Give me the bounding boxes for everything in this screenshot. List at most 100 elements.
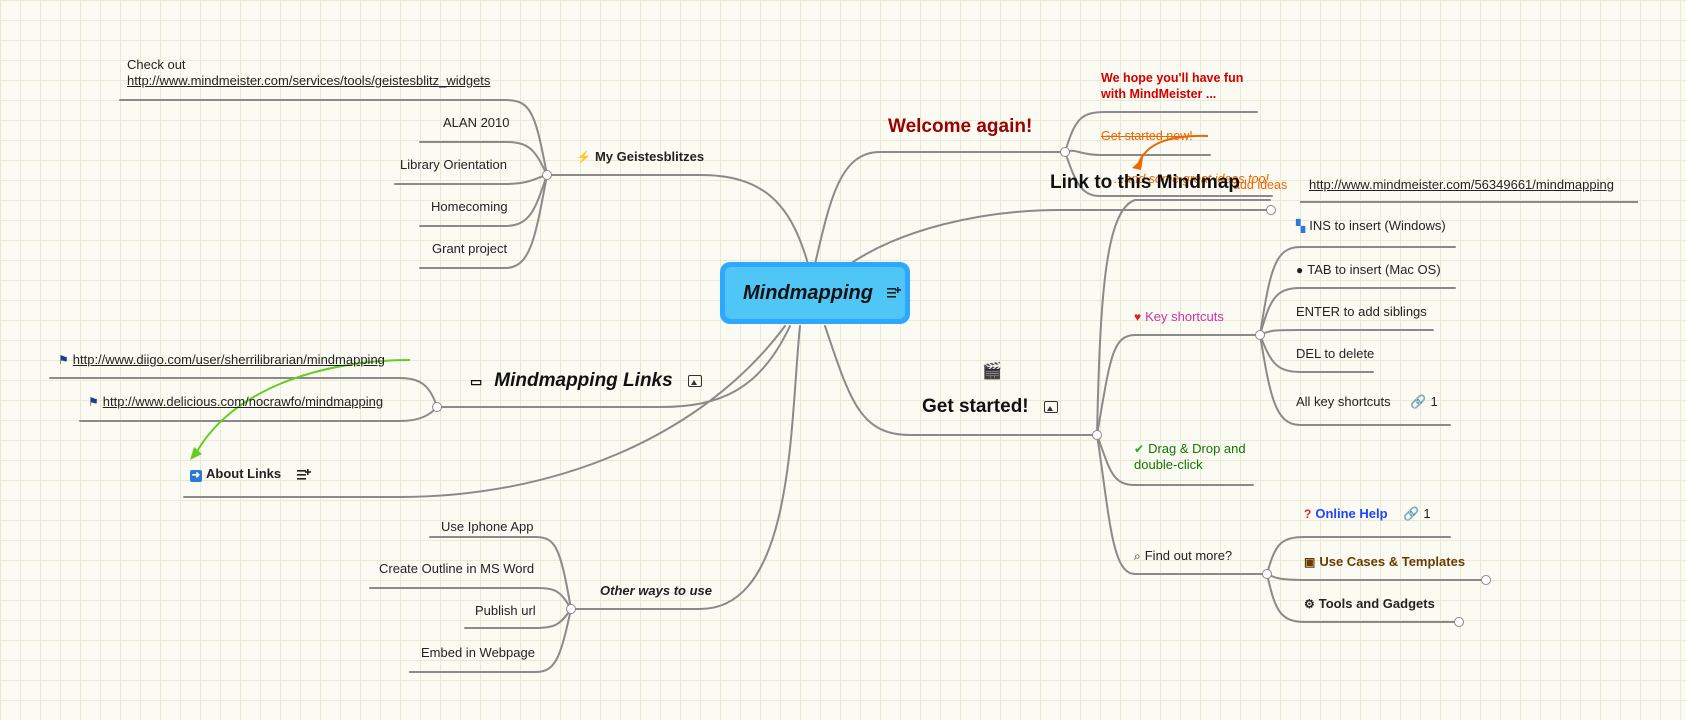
connector-hope xyxy=(1064,111,1258,153)
flag-icon: ⚑ xyxy=(88,395,99,409)
link-mindmap-url-node[interactable]: http://www.mindmeister.com/56349661/mind… xyxy=(1309,177,1614,193)
shortcut-item[interactable]: DEL to delete xyxy=(1296,346,1374,362)
hope-text: We hope you'll have fun with MindMeister… xyxy=(1101,71,1244,101)
image-icon[interactable] xyxy=(687,374,702,387)
geistesblitz-item[interactable]: Grant project xyxy=(432,241,507,257)
connector-sc4 xyxy=(1259,334,1374,373)
geistesblitz-node[interactable]: ⚡My Geistesblitzes xyxy=(576,149,704,165)
collapse-toggle-welcome[interactable] xyxy=(1060,147,1070,157)
other-ways-item[interactable]: Use Iphone App xyxy=(441,519,534,535)
get-started-node[interactable]: Get started! xyxy=(922,396,1058,418)
collapse-toggle-other[interactable] xyxy=(566,604,576,614)
question-icon: ? xyxy=(1304,507,1312,521)
other-ways-item-label: Publish url xyxy=(475,603,536,618)
collapse-toggle-key-shortcuts[interactable] xyxy=(1255,330,1265,340)
drag-drop-node[interactable]: ✔Drag & Drop and double-click xyxy=(1134,441,1264,473)
delicious-link-node[interactable]: ⚑http://www.delicious.com/nocrawfo/mindm… xyxy=(88,394,383,410)
welcome-node[interactable]: Welcome again! xyxy=(888,116,1032,138)
connector-getnow xyxy=(1064,149,1211,156)
connector-checkout xyxy=(119,99,548,176)
clapperboard-icon: 🎬 xyxy=(982,363,1002,380)
about-links-node[interactable]: ➜About Links xyxy=(190,466,311,482)
get-started-now-node[interactable]: Get started now! xyxy=(1101,128,1193,144)
other-ways-item[interactable]: Publish url xyxy=(475,603,536,619)
collapse-toggle-links[interactable] xyxy=(432,402,442,412)
connector-iphone xyxy=(429,536,572,610)
link-mindmap-node[interactable]: Link to this Mindmap xyxy=(1050,172,1240,194)
image-icon[interactable] xyxy=(1043,400,1058,413)
green-relation-arrow xyxy=(194,359,411,456)
shortcut-text: INS to insert (Windows) xyxy=(1309,218,1446,233)
collapse-toggle-tools[interactable] xyxy=(1454,617,1464,627)
check-out-node[interactable]: Check out http://www.mindmeister.com/ser… xyxy=(127,57,490,89)
link-mindmap-underline xyxy=(1300,201,1638,203)
link-mindmap-title: Link to this Mindmap xyxy=(1050,172,1240,193)
shortcut-text: ENTER to add siblings xyxy=(1296,304,1427,319)
collapse-toggle-find-more[interactable] xyxy=(1262,569,1272,579)
link-mindmap-url[interactable]: http://www.mindmeister.com/56349661/mind… xyxy=(1309,177,1614,192)
central-node[interactable]: Mindmapping xyxy=(720,262,910,324)
other-ways-item-label: Embed in Webpage xyxy=(421,645,535,660)
key-shortcuts-label: Key shortcuts xyxy=(1145,309,1224,324)
connector-keyshort xyxy=(1096,334,1261,436)
connector-sc3 xyxy=(1259,329,1434,336)
find-more-label: Find out more? xyxy=(1144,548,1233,563)
apple-icon: ● xyxy=(1296,263,1304,277)
connector-embed xyxy=(409,608,572,673)
connector-help xyxy=(1266,536,1451,575)
links-node[interactable]: ▭Mindmapping Links xyxy=(470,370,702,393)
connector-homecoming xyxy=(419,174,548,227)
check-out-url[interactable]: http://www.mindmeister.com/services/tool… xyxy=(127,73,491,88)
other-ways-item[interactable]: Create Outline in MS Word xyxy=(379,561,534,577)
chain-link-icon[interactable]: 🔗 xyxy=(1410,394,1427,409)
note-icon[interactable] xyxy=(886,287,901,299)
arrow-right-icon: ➜ xyxy=(190,470,202,482)
connector-alan xyxy=(419,141,548,176)
tools-node[interactable]: ⚙Tools and Gadgets xyxy=(1304,596,1435,612)
key-shortcuts-node[interactable]: ♥Key shortcuts xyxy=(1134,309,1224,325)
links-title: Mindmapping Links xyxy=(494,370,673,391)
diigo-link-node[interactable]: ⚑http://www.diigo.com/user/sherrilibrari… xyxy=(58,352,385,368)
heart-icon: ♥ xyxy=(1134,310,1142,324)
other-ways-item[interactable]: Embed in Webpage xyxy=(421,645,535,661)
collapse-toggle-geistesblitz[interactable] xyxy=(542,170,552,180)
collapse-toggle-use-cases[interactable] xyxy=(1481,575,1491,585)
geistesblitz-item[interactable]: Library Orientation xyxy=(400,157,507,173)
shortcut-item[interactable]: All key shortcuts 🔗1 xyxy=(1296,394,1438,410)
find-more-node[interactable]: ⌕Find out more? xyxy=(1134,548,1232,564)
briefcase-icon: ▣ xyxy=(1304,555,1316,569)
connector-addideas xyxy=(1064,151,1273,197)
use-cases-node[interactable]: ▣Use Cases & Templates xyxy=(1304,554,1465,570)
online-help-label: Online Help xyxy=(1315,506,1388,521)
use-cases-label: Use Cases & Templates xyxy=(1319,554,1466,569)
shortcut-item[interactable]: ENTER to add siblings xyxy=(1296,304,1427,320)
note-icon[interactable] xyxy=(296,468,311,481)
shortcut-item[interactable]: ▚INS to insert (Windows) xyxy=(1296,218,1446,234)
add-ideas-node[interactable]: add ideas xyxy=(1233,177,1287,193)
geistesblitz-item-label: Homecoming xyxy=(431,199,508,214)
online-help-count: 1 xyxy=(1423,506,1431,521)
other-ways-title: Other ways to use xyxy=(600,583,712,598)
diigo-url[interactable]: http://www.diigo.com/user/sherrilibraria… xyxy=(72,352,385,367)
hope-node[interactable]: We hope you'll have fun with MindMeister… xyxy=(1101,70,1261,102)
shortcut-item[interactable]: ●TAB to insert (Mac OS) xyxy=(1296,262,1441,278)
geistesblitz-item[interactable]: ALAN 2010 xyxy=(443,115,510,131)
geistesblitz-item-label: Grant project xyxy=(432,241,508,256)
collapse-toggle-get-started[interactable] xyxy=(1092,430,1102,440)
flag-icon: ⚑ xyxy=(58,353,69,367)
annotation-text: ...and some great ideas too! xyxy=(1114,172,1269,186)
connector-library xyxy=(394,174,548,185)
connector-usecases xyxy=(1266,573,1483,581)
collapse-toggle-link-mindmap[interactable] xyxy=(1266,205,1276,215)
online-help-node[interactable]: ?Online Help 🔗1 xyxy=(1304,506,1431,522)
other-ways-node[interactable]: Other ways to use xyxy=(600,583,712,599)
connector-other xyxy=(570,325,801,610)
connector-geistesblitz xyxy=(546,174,809,265)
chain-link-icon[interactable]: 🔗 xyxy=(1403,506,1420,521)
connector-links xyxy=(436,325,791,408)
delicious-url[interactable]: http://www.delicious.com/nocrawfo/mindma… xyxy=(102,394,384,409)
connector-about xyxy=(183,325,786,498)
connector-sc2 xyxy=(1259,287,1456,336)
geistesblitz-item[interactable]: Homecoming xyxy=(431,199,508,215)
